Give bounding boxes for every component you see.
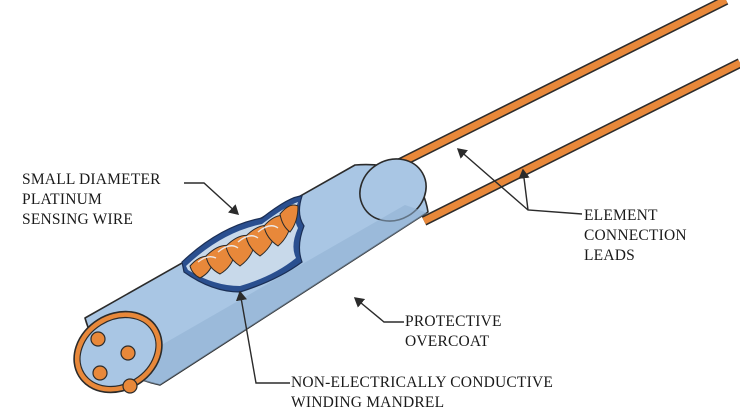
platinum-sensing-coil bbox=[189, 204, 299, 279]
leader-line-mandrel bbox=[235, 290, 290, 384]
leader-lines bbox=[184, 148, 583, 384]
leader-line-leads-lower bbox=[518, 168, 530, 211]
label-winding-mandrel: NON-ELECTRICALLY CONDUCTIVE WINDING MAND… bbox=[291, 373, 553, 413]
label-line: LEADS bbox=[584, 247, 635, 264]
mandrel-highlights bbox=[197, 225, 279, 263]
bore-hole bbox=[120, 345, 136, 361]
bore-hole bbox=[90, 331, 106, 347]
label-line: PROTECTIVE bbox=[405, 313, 502, 330]
label-line: NON-ELECTRICALLY CONDUCTIVE bbox=[291, 374, 554, 391]
label-line: OVERCOAT bbox=[405, 333, 490, 350]
leader-line-overcoat bbox=[353, 297, 404, 323]
label-line: ELEMENT bbox=[584, 207, 658, 224]
label-line: CONNECTION bbox=[584, 227, 687, 244]
lead-wire-upper-core bbox=[390, 0, 728, 171]
leader-line-sensing-wire bbox=[184, 182, 240, 215]
bore-hole bbox=[122, 378, 138, 394]
label-line: SENSING WIRE bbox=[22, 211, 134, 228]
label-line: WINDING MANDREL bbox=[291, 394, 445, 411]
label-line: PLATINUM bbox=[22, 191, 102, 208]
label-sensing-wire: SMALL DIAMETER PLATINUM SENSING WIRE bbox=[22, 170, 161, 230]
front-end-cap bbox=[73, 310, 163, 394]
label-protective-overcoat: PROTECTIVE OVERCOAT bbox=[405, 312, 502, 352]
bore-hole bbox=[92, 365, 108, 381]
label-line: SMALL DIAMETER bbox=[22, 171, 161, 188]
leader-line-leads-upper bbox=[456, 148, 583, 215]
connection-leads bbox=[389, 0, 740, 226]
lead-wire-lower-core bbox=[422, 59, 740, 225]
label-connection-leads: ELEMENT CONNECTION LEADS bbox=[584, 206, 687, 266]
